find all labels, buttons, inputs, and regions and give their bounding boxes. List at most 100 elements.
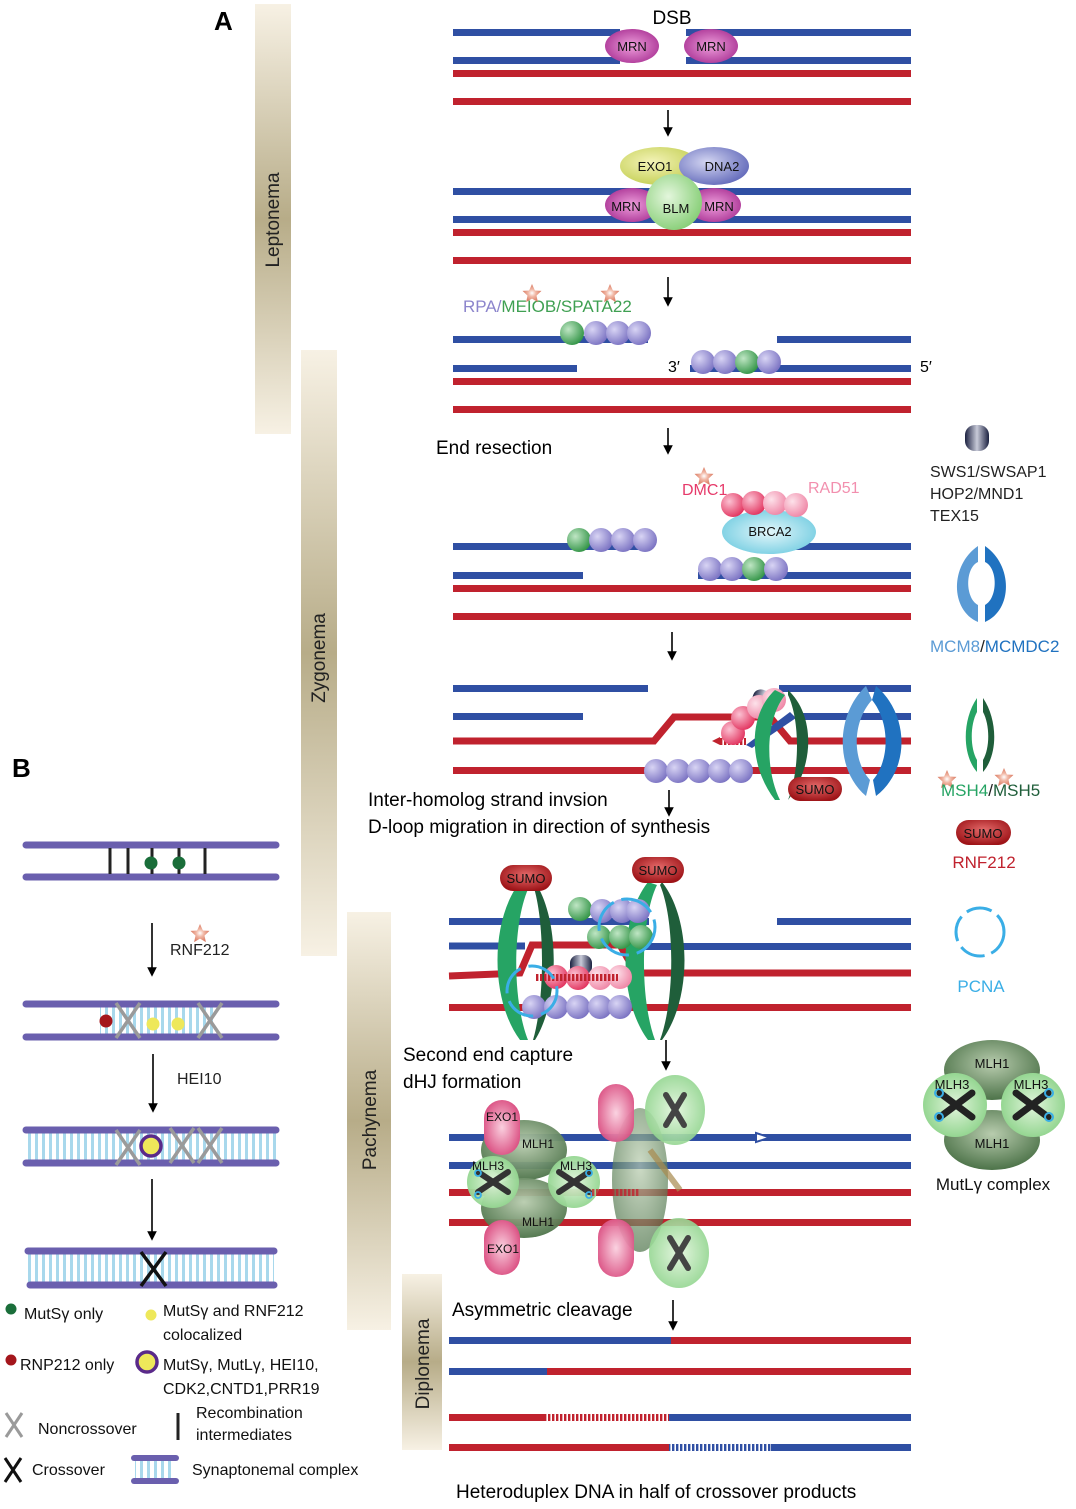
dna-strand-red (671, 1337, 911, 1344)
rpa-bead (522, 995, 546, 1019)
legend-right: SWS1/SWSAP1 HOP2/MND1 TEX15 MCM8/MCMDC2 … (923, 425, 1065, 1194)
rpa-bead (698, 557, 722, 581)
rpa-bead (713, 350, 737, 374)
legend-synaptonemal: Synaptonemal complex (192, 1462, 358, 1479)
phase-bar-zygonema: Zygonema (301, 350, 337, 956)
step-crossover-products (449, 1337, 911, 1451)
phase-label-zygonema: Zygonema (309, 613, 330, 703)
meiob-bead (742, 557, 766, 581)
dna-strand-red (453, 98, 911, 105)
five-prime-label: 5′ (920, 359, 932, 376)
dna-strand-blue (453, 685, 648, 692)
noncrossover-icon (196, 1002, 224, 1039)
dna-strand-red (449, 1004, 911, 1011)
dna-strand-blue (771, 1444, 911, 1451)
rad51-label: RAD51 (808, 480, 860, 497)
legend-tex15: TEX15 (930, 508, 979, 525)
mutsg-focus (144, 856, 158, 870)
rpa-meiob-label: RPA/MEIOB/SPATA22 (463, 297, 632, 316)
rad51-bead (608, 965, 632, 989)
panel-label-b: B (12, 753, 31, 783)
exo1-label: EXO1 (487, 1242, 519, 1256)
rad51-bead (784, 493, 808, 517)
dna-strand-blue (453, 713, 583, 720)
step-dmc1-rad51-loading: DMC1 RAD51 BRCA2 (453, 467, 911, 620)
step-mutl-resolution: EXO1 EXO1 MLH1 MLH1 MLH3 MLH3 (449, 1075, 911, 1288)
dna-strand-blue (690, 365, 911, 372)
dna-strand-blue (449, 1162, 911, 1169)
dna-strand-blue (449, 1368, 547, 1375)
dna-strand-red (547, 1368, 911, 1375)
crossover-legend-icon (3, 1457, 23, 1483)
panel-b-stage-2 (22, 1000, 280, 1041)
rpa-bead (691, 350, 715, 374)
dna-strand-red (453, 257, 911, 264)
meiob-bead (567, 528, 591, 552)
mlh1-protein (612, 1108, 668, 1252)
mrn-label: MRN (617, 39, 647, 54)
mcm8-ring (842, 686, 872, 796)
legend-mlh3: MLH3 (935, 1077, 970, 1092)
step-strand-invasion: SUMO (453, 685, 911, 801)
legend-noncrossover: Noncrossover (38, 1421, 137, 1438)
dna-strand-red (449, 1189, 911, 1196)
sumo-icon (956, 820, 1011, 845)
legend-hop2: HOP2/MND1 (930, 486, 1023, 503)
rpa-bead (588, 995, 612, 1019)
rpa-bead (608, 995, 632, 1019)
rnf212-step-label: RNF212 (170, 942, 230, 959)
sumo-label: SUMO (796, 782, 835, 797)
dna-strand-blue (698, 572, 911, 579)
legend-pcna: PCNA (957, 977, 1005, 996)
step-dsb: DSB MRN MRN (453, 8, 911, 105)
msh5-ring (660, 882, 685, 1040)
mlh3-label: MLH3 (472, 1159, 504, 1173)
msh4-ring (497, 882, 530, 1040)
dmc1-label: DMC1 (682, 482, 727, 499)
dna-strand-red (453, 613, 911, 620)
three-prime-label: 3′ (668, 359, 680, 376)
mlh1-label: MLH1 (522, 1137, 554, 1151)
panel-b-stage-3 (22, 1126, 280, 1167)
dna-strand-blue (449, 1337, 671, 1344)
sumo-label: SUMO (639, 863, 678, 878)
panel-b-legend: MutSγ only MutSγ and RNF212 colocalized … (3, 1303, 358, 1484)
rpa-bead (687, 759, 711, 783)
pcna-icon (954, 906, 1006, 958)
rpa-bead (627, 321, 651, 345)
legend-mlh3: MLH3 (1014, 1077, 1049, 1092)
legend-rnf212: RNF212 (952, 853, 1015, 872)
sws1-complex-icon (965, 425, 989, 451)
exo1-protein (484, 1220, 520, 1275)
heteroduplex-hatch (545, 1414, 669, 1421)
rpa-bead (544, 995, 568, 1019)
rpa-bead (708, 759, 732, 783)
meiob-bead (735, 350, 759, 374)
legend-mlh1: MLH1 (975, 1056, 1010, 1071)
phosphorylation-star-icon (190, 924, 210, 943)
heteroduplex-caption: Heteroduplex DNA in half of crossover pr… (456, 1482, 856, 1503)
legend-rnp212-only: RNP212 only (20, 1357, 114, 1374)
dna-strand-blue (669, 1414, 911, 1421)
dna-strand-red (453, 713, 911, 745)
legend-msh4-msh5: MSH4/MSH5 (941, 781, 1040, 800)
rpa-bead (666, 759, 690, 783)
pcna-clamp (505, 964, 559, 1018)
crossover-icon (139, 1250, 168, 1288)
rpa-bead (757, 350, 781, 374)
phase-label-leptonema: Leptonema (263, 172, 284, 268)
mcm8-icon (957, 546, 978, 622)
dna-strand-blue (453, 365, 577, 372)
legend-coloc-2: colocalized (163, 1327, 242, 1344)
rpa-bead (584, 321, 608, 345)
meiob-bead (560, 321, 584, 345)
meiob-bead (629, 925, 653, 949)
rpa-bead (633, 528, 657, 552)
mutl-complex-icon (923, 1040, 1065, 1170)
dna-strand-blue (453, 336, 648, 343)
blm-protein (646, 174, 702, 230)
msh4-ring (754, 690, 785, 800)
rpa-bead (729, 759, 753, 783)
end-resection-label: End resection (436, 438, 552, 459)
noncrossover-legend-icon (4, 1412, 24, 1438)
